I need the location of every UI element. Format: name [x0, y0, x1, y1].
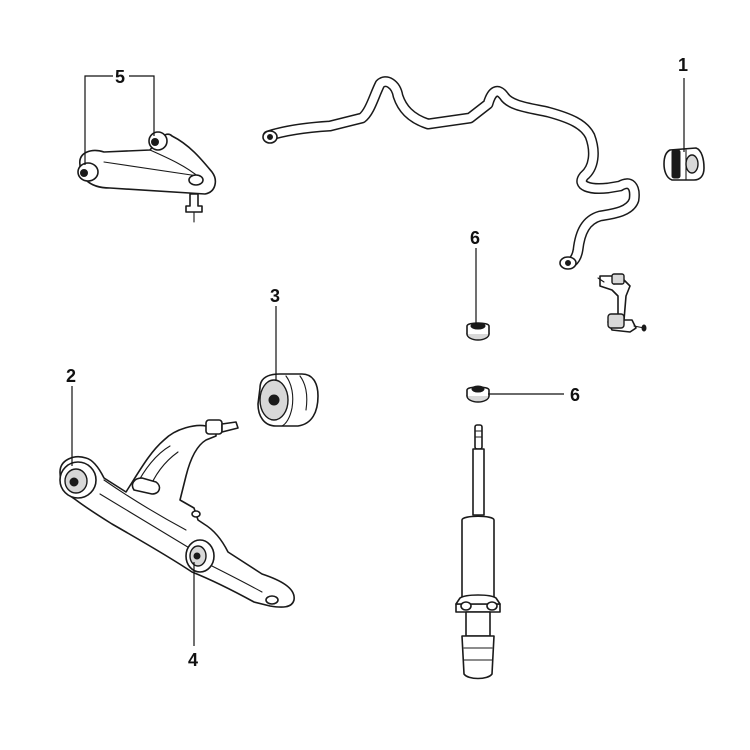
callout-6-lower: 6 — [570, 385, 580, 405]
shock-mount-washer-upper — [466, 322, 490, 341]
leader-lines — [71, 75, 685, 646]
shock-absorber — [455, 424, 501, 680]
callout-5: 5 — [115, 67, 125, 87]
stabilizer-link — [597, 273, 647, 333]
compliance-bushing — [257, 373, 319, 427]
callout-1: 1 — [678, 55, 688, 75]
callout-2: 2 — [66, 366, 76, 386]
shock-mount-washer-lower — [466, 385, 490, 403]
stabilizer-bushing — [663, 147, 705, 181]
callout-4: 4 — [188, 650, 198, 670]
callout-6-upper: 6 — [470, 228, 480, 248]
stabilizer-bar — [262, 76, 640, 270]
lower-control-arm — [59, 419, 295, 608]
callout-labels: 1 5 3 2 4 6 6 — [66, 55, 688, 670]
upper-control-arm — [77, 131, 217, 223]
callout-3: 3 — [270, 286, 280, 306]
